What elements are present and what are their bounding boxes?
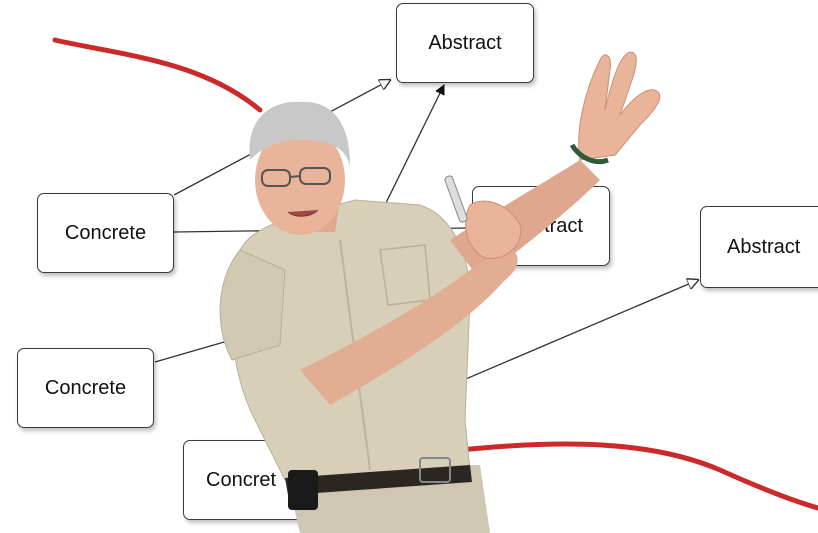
marker-pen [444,175,468,223]
abstract-mid-label: stract [534,214,583,237]
presenter-neck [285,200,340,232]
arrow-concrete-top-horizontal [173,227,471,233]
concrete-bottom-label: Concret [206,468,277,491]
presenter-mouth [287,209,319,217]
abstract-box-right: Abstract [700,206,818,288]
presenter-glasses-right [299,167,331,185]
presenter-pocket [379,244,431,306]
abstract-box-top: Abstract [396,3,534,83]
arrow-to-abstract-right [439,280,698,391]
presenter-raised-hand [578,51,661,161]
presenter-left-sleeve [219,249,286,361]
presenter-glasses-left [261,169,291,187]
red-curve-top [52,37,263,113]
arrow-concrete-mid [154,319,301,363]
presenter-shirt-placket [339,239,371,471]
presenter-shirt [231,199,471,481]
presenter-face [255,125,345,235]
abstract-right-label: Abstract [727,235,801,258]
concrete-mid-label: Concrete [44,376,127,399]
arrow-to-abstract-top-vertical [379,84,445,216]
presenter-hair [249,101,350,165]
abstract-top-label: Abstract [428,31,502,54]
presenter-belt-buckle [419,457,451,483]
presenter-forearm [300,249,518,405]
presenter-glasses-bridge [289,175,301,178]
red-curve-bottom [457,441,818,511]
concrete-box-bottom: Concret [183,440,320,520]
concrete-top-label: Concrete [64,221,147,244]
concrete-box-top: Concrete [37,193,174,273]
arrow-concrete-top-to-abstract-top [173,80,390,196]
presenter-bracelet [569,143,609,165]
abstract-box-middle: stract [472,186,610,266]
concrete-box-middle: Concrete [17,348,154,428]
